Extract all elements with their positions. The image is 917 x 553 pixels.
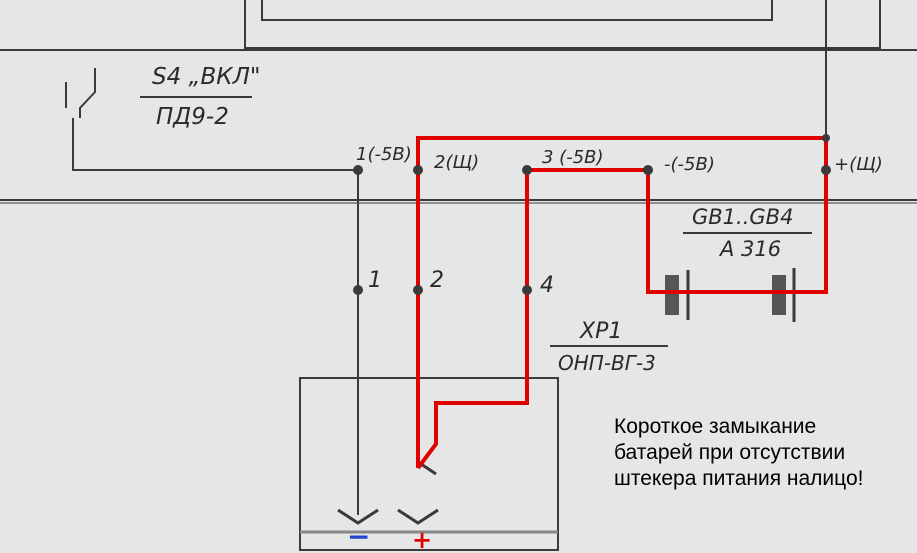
bus-label-3: 3 (-5В) xyxy=(542,147,604,168)
terminal-minus-mark: − xyxy=(347,520,370,553)
battery-name-label: GB1..GB4 xyxy=(692,205,793,229)
battery-cell-2 xyxy=(772,268,796,322)
battery-cell-1 xyxy=(665,270,690,320)
annotation-line-1: Короткое замыкание xyxy=(614,415,817,438)
switch-s4 xyxy=(65,68,358,171)
short-circuit-annotation: Короткое замыкание батарей при отсутстви… xyxy=(614,414,914,492)
horizontal-rails xyxy=(0,0,917,204)
junction-dots xyxy=(353,134,831,295)
top-block-outline xyxy=(244,0,881,49)
terminal-plus-mark: + xyxy=(412,526,432,553)
pin-label-2: 2 xyxy=(430,268,444,293)
bus-label-1: 1(-5В) xyxy=(356,144,412,165)
battery-type-label: A 316 xyxy=(718,237,781,261)
pin-label-1: 1 xyxy=(368,268,382,293)
bus-label-2: 2(Щ) xyxy=(434,152,479,173)
bus-label-plus: +(Щ) xyxy=(834,154,883,175)
annotation-line-3: штекера питания налицо! xyxy=(614,467,864,490)
bus-label-minus: -(-5В) xyxy=(664,154,715,175)
pin-label-4: 4 xyxy=(540,273,554,298)
annotation-line-2: батарей при отсутствии xyxy=(614,441,846,464)
connector-type-label: ОНП-ВГ-3 xyxy=(558,351,656,375)
switch-name-label: S4 „ВКЛ" xyxy=(152,64,260,90)
connector-name-label: XP1 xyxy=(579,319,622,344)
connector-xp1-body xyxy=(299,377,559,551)
switch-type-label: ПД9-2 xyxy=(156,104,229,130)
